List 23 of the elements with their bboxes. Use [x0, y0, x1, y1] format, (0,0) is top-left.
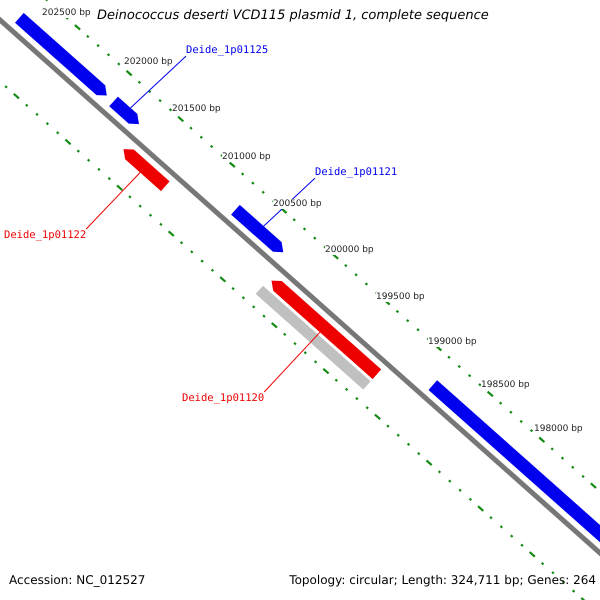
- gene-arrow: [231, 204, 284, 252]
- scale-label: 199000 bp: [428, 337, 477, 348]
- leader-line: [130, 56, 186, 108]
- leader-line: [264, 332, 320, 392]
- scale-label: 200500 bp: [273, 199, 322, 210]
- gene-label: Deide_1p01120: [182, 392, 264, 404]
- scale-label: 201500 bp: [172, 104, 221, 114]
- gene-label: Deide_1p01122: [4, 229, 86, 242]
- gene-arrow: [109, 96, 139, 124]
- footer-text: Accession: NC_012527: [9, 574, 146, 588]
- scale-label: 199500 bp: [376, 292, 425, 302]
- gene-arrow: [124, 149, 170, 192]
- leader-line: [86, 172, 141, 230]
- scale-label: 200000 bp: [325, 245, 374, 256]
- map-title: Deinococcus deserti VCD115 plasmid 1, complete sequence: [97, 9, 489, 24]
- footer-text: Topology: circular; Length: 324,711 bp; Genes: 264: [289, 574, 596, 588]
- scale-label: 202500 bp: [42, 8, 91, 18]
- gene-label: Deide_1p01121: [315, 166, 398, 178]
- scale-label: 201000 bp: [222, 152, 271, 162]
- gene-label: Deide_1p01125: [186, 44, 268, 56]
- scale-label: 198500 bp: [481, 380, 530, 390]
- scale-label: 198000 bp: [534, 424, 583, 434]
- scale-label: 202000 bp: [124, 57, 173, 68]
